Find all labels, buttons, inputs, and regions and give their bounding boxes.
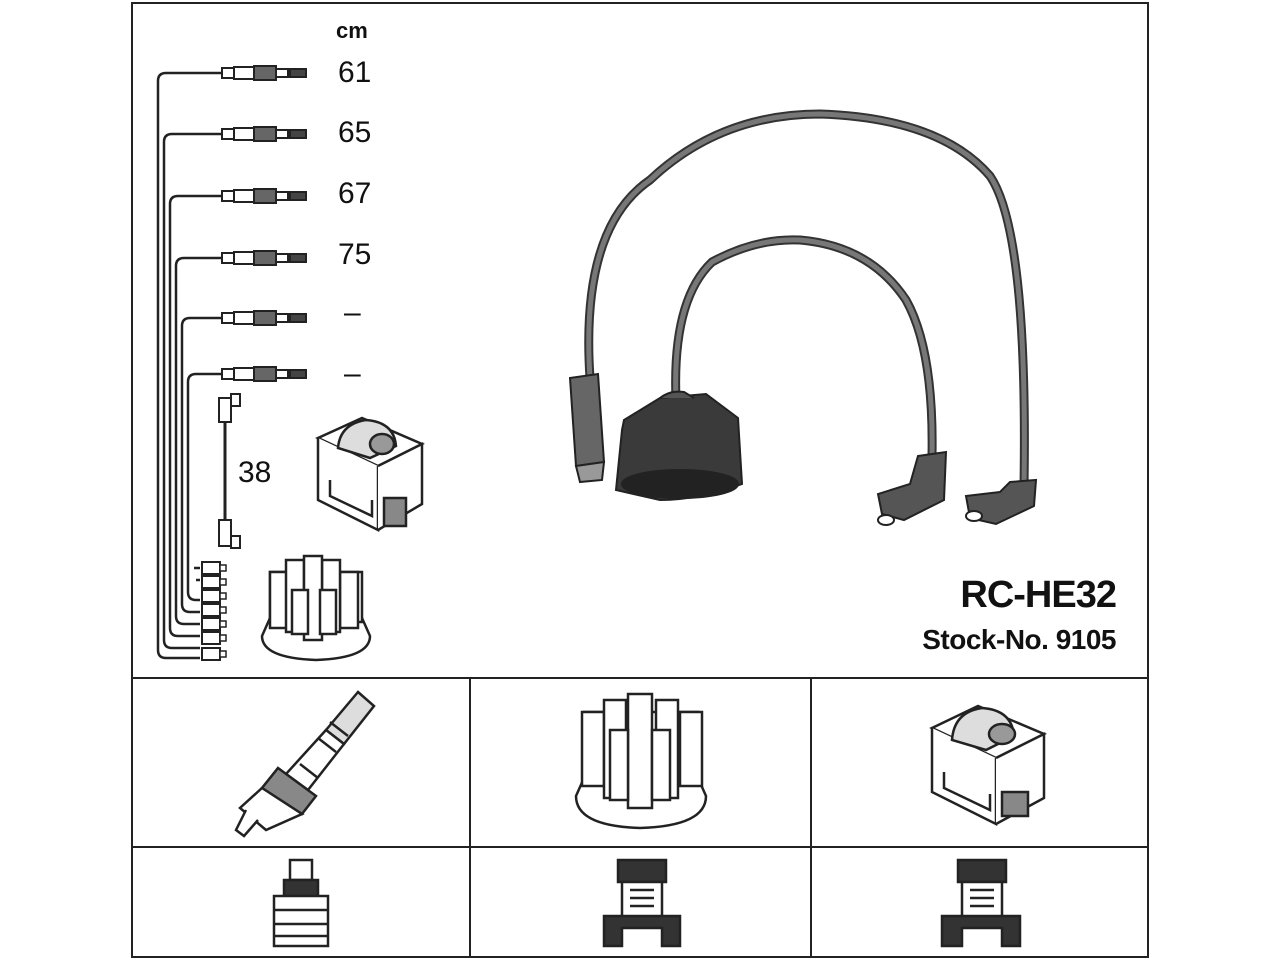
stock-number: Stock-No. 9105: [922, 624, 1116, 655]
length-label-4: 75: [338, 238, 372, 271]
cap-terminal-icon: [602, 858, 682, 948]
divider-col-2: [810, 677, 812, 958]
spark-plug-boot-1: [876, 450, 948, 526]
coil-terminal-icon: [940, 858, 1022, 948]
ignition-cable-set: [584, 109, 1029, 487]
coil-lead-schematic: [218, 393, 241, 549]
plug-terminal-icon: [272, 858, 330, 948]
distributor-cap-large-icon: [574, 692, 708, 830]
product-code: RC-HE32: [960, 574, 1117, 616]
cap-end-terminals: [201, 561, 227, 661]
divider-main: [131, 677, 1149, 679]
length-label-1: 61: [338, 56, 372, 89]
ignition-coil-large-icon: [929, 704, 1047, 827]
coil-lead-length: 38: [238, 456, 272, 489]
divider-col-1: [469, 677, 471, 958]
lead-end-connectors: [221, 65, 307, 382]
coil-boot: [568, 372, 606, 484]
lead-set-schematic: [156, 71, 222, 660]
distributor-cap-icon: [260, 554, 372, 662]
distributor-boot: [614, 390, 744, 502]
unit-label: cm: [336, 18, 368, 43]
spark-plug-boot-2: [964, 478, 1038, 526]
spark-plug-icon: [234, 690, 376, 838]
length-label-3: 67: [338, 177, 372, 210]
divider-lower: [131, 846, 1149, 848]
length-label-6: –: [344, 357, 361, 390]
ignition-coil-icon: [315, 416, 425, 533]
length-label-5: –: [344, 296, 361, 329]
length-label-2: 65: [338, 116, 372, 149]
diagram-frame: [131, 2, 1149, 958]
